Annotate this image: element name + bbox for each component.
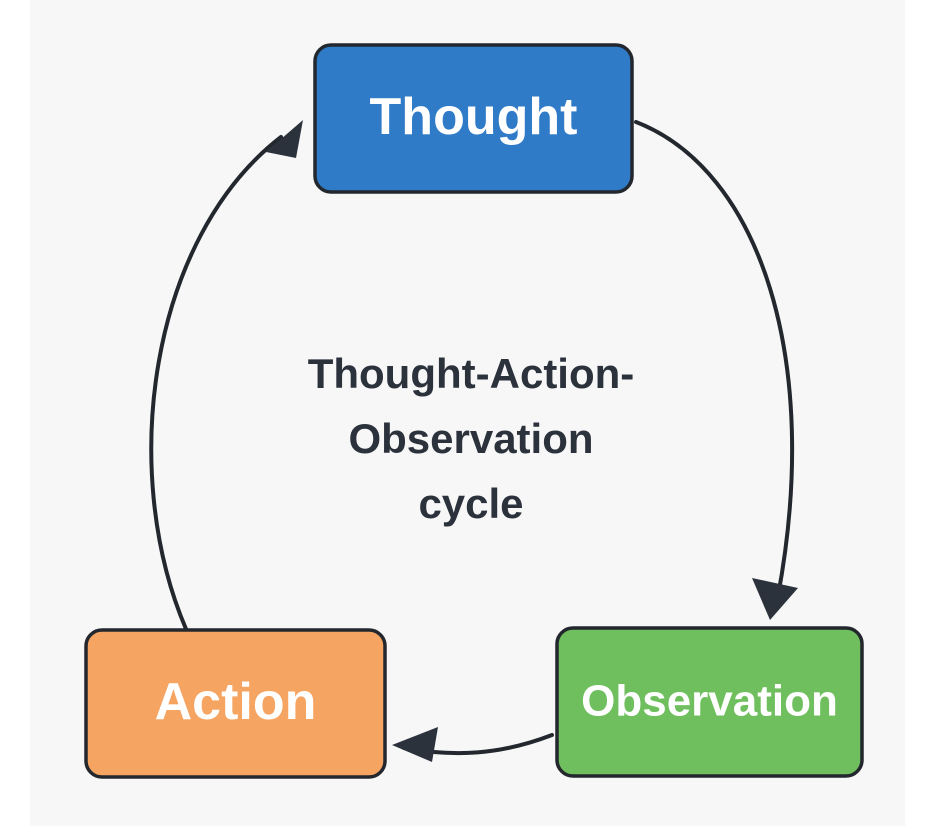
arrowhead-action-to-thought-icon <box>266 120 303 158</box>
node-thought-box[interactable] <box>313 43 634 194</box>
node-action-label: Action <box>155 673 317 731</box>
node-observation-box[interactable] <box>555 626 864 778</box>
center-caption-line-3: cycle <box>418 480 523 527</box>
node-action-box[interactable] <box>84 628 387 779</box>
center-caption-line-2: Observation <box>348 415 593 462</box>
node-observation[interactable]: Observation <box>555 626 864 778</box>
center-caption: Thought-Action- Observation cycle <box>308 350 635 527</box>
arrow-action-to-thought <box>149 135 283 631</box>
center-caption-line-1: Thought-Action- <box>308 350 635 397</box>
arrowhead-observation-to-action-icon <box>392 727 438 762</box>
arrow-thought-to-observation <box>634 120 795 598</box>
node-action[interactable]: Action <box>84 628 387 779</box>
node-thought[interactable]: Thought <box>313 43 634 194</box>
node-observation-label: Observation <box>581 677 838 726</box>
node-thought-label: Thought <box>370 88 578 146</box>
arrowhead-thought-to-observation-icon <box>752 578 798 620</box>
